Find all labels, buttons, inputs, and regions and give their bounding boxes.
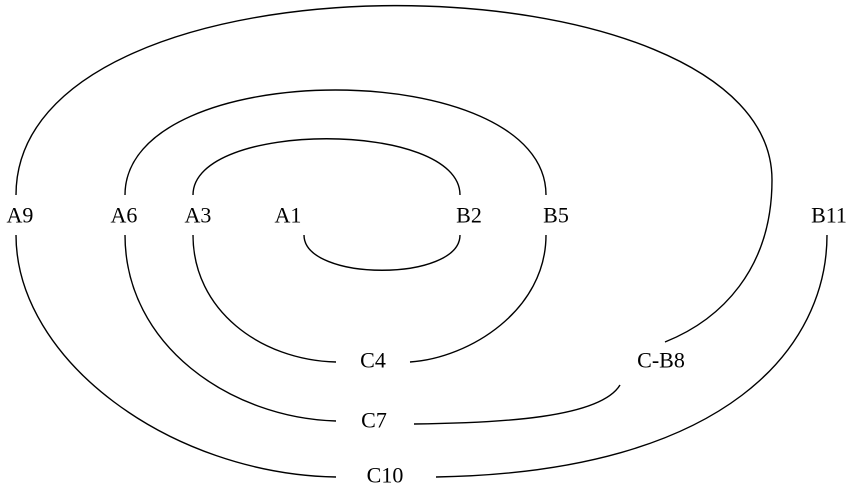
node-a9: A9 xyxy=(7,203,34,228)
edge-a1-b2 xyxy=(303,234,461,271)
edge-b11-c10 xyxy=(435,234,828,478)
node-b5: B5 xyxy=(543,203,569,228)
edge-b5-c4 xyxy=(409,234,547,363)
edge-cb8-c7 xyxy=(413,384,621,425)
node-c7: C7 xyxy=(361,408,387,433)
edge-a6-b5 xyxy=(124,89,547,196)
edge-a6-c7 xyxy=(124,234,337,422)
edge-a3-b2 xyxy=(192,138,461,196)
edge-a9-cb8 xyxy=(15,4,773,343)
node-c10: C10 xyxy=(367,463,404,488)
node-b11: B11 xyxy=(811,203,847,228)
node-c4: C4 xyxy=(360,348,386,373)
edge-a3-c4 xyxy=(192,234,337,363)
edge-a9-c10 xyxy=(15,234,337,478)
node-cb8: C-B8 xyxy=(637,348,685,373)
node-a1: A1 xyxy=(275,203,302,228)
node-a6: A6 xyxy=(111,203,138,228)
node-a3: A3 xyxy=(185,203,212,228)
node-b2: B2 xyxy=(456,203,482,228)
